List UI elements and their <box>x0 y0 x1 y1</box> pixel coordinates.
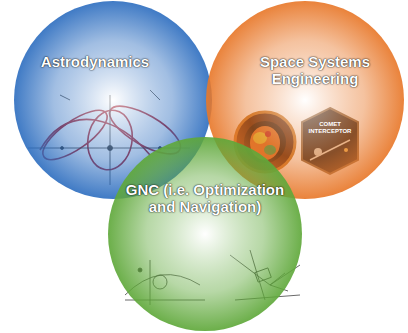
topic-title: GNC (i.e. Optimization and Navigation) <box>118 181 293 216</box>
topic-title: Astrodynamics <box>20 53 170 70</box>
circle-shape <box>107 136 303 332</box>
topic-circle: GNC (i.e. Optimization and Navigation) <box>107 136 303 332</box>
badge-text: COMET INTERCEPTOR <box>306 121 354 134</box>
topic-title: Space Systems Engineering <box>255 53 375 88</box>
circle-outline <box>108 137 302 331</box>
